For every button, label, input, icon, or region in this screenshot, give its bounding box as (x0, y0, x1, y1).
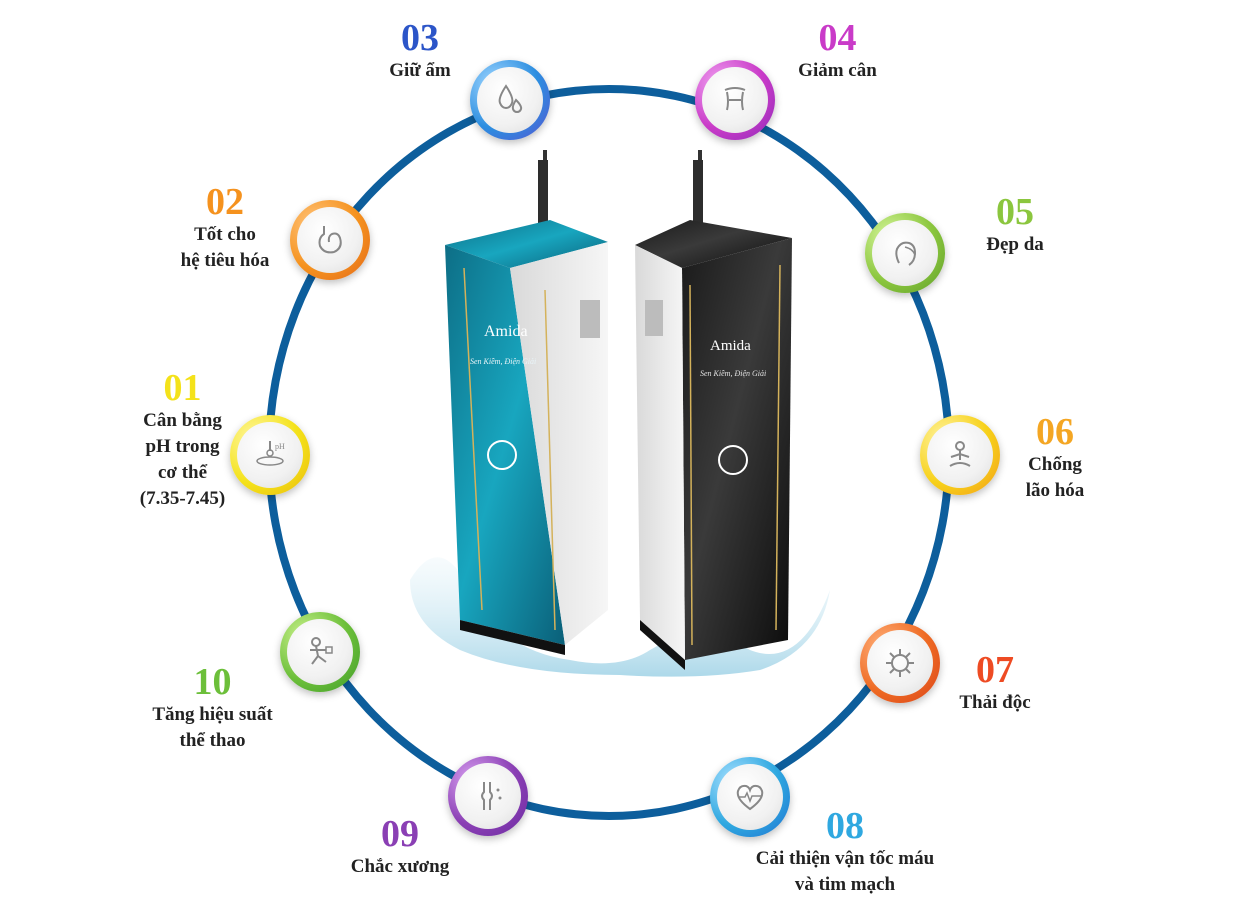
benefit-number-07: 07 (976, 649, 1014, 691)
benefit-node-09 (448, 756, 528, 836)
benefit-text-10-line2: thể thao (179, 730, 246, 751)
water-purifiers-illustration: Amida Sen Kiềm, Điện Giải Amida Sen Kiềm… (410, 150, 830, 677)
benefit-text-02-line2: hệ tiêu hóa (180, 250, 270, 271)
teal-brand-text: Amida (484, 323, 528, 340)
benefit-label-01: 01 Cân bằng pH trong cơ thể (7.35-7.45) (125, 368, 240, 512)
benefit-text-03-line1: Giữ ẩm (389, 60, 451, 81)
person-meditation-icon (949, 441, 971, 467)
benefit-node-05 (865, 213, 945, 293)
benefit-label-09: 09 Chắc xương (335, 814, 465, 880)
body-shape-icon (724, 87, 746, 111)
ph-drop-icon: pH (256, 441, 285, 466)
benefit-number-04: 04 (818, 17, 857, 59)
benefit-node-10 (280, 612, 360, 692)
benefit-number-06: 06 (1036, 411, 1074, 453)
benefit-text-01-line4: (7.35-7.45) (139, 488, 226, 509)
benefit-node-01: pH (230, 415, 310, 495)
benefit-node-08 (710, 757, 790, 837)
benefit-text-08-line1: Cải thiện vận tốc máu (755, 848, 935, 869)
benefit-number-02: 02 (206, 181, 244, 223)
heart-pulse-icon (736, 784, 764, 811)
face-icon (895, 241, 917, 266)
benefit-text-06-line1: Chống (1028, 454, 1082, 475)
benefit-text-06-line2: lão hóa (1025, 480, 1085, 501)
benefit-text-01-line1: Cân bằng (143, 410, 222, 431)
benefit-label-05: 05 Đẹp da (960, 192, 1070, 258)
benefit-text-02-line1: Tốt cho (194, 224, 256, 245)
benefit-label-04: 04 Giảm cân (775, 18, 900, 84)
benefit-label-03: 03 Giữ ẩm (360, 18, 480, 84)
athlete-icon (310, 637, 333, 665)
svg-text:pH: pH (275, 442, 285, 451)
teal-tagline-text: Sen Kiềm, Điện Giải (470, 357, 536, 366)
benefit-label-06: 06 Chống lão hóa (1000, 412, 1110, 504)
benefit-node-03 (470, 60, 550, 140)
benefit-number-03: 03 (401, 17, 439, 59)
stomach-icon (318, 226, 342, 254)
black-tagline-text: Sen Kiềm, Điện Giải (700, 369, 766, 378)
benefit-number-09: 09 (381, 813, 419, 855)
benefit-number-08: 08 (826, 805, 864, 847)
benefit-number-01: 01 (163, 367, 202, 409)
benefit-text-08-line2: và tim mạch (794, 874, 896, 895)
bone-joint-icon (481, 782, 502, 810)
benefit-text-04-line1: Giảm cân (798, 60, 877, 81)
benefit-text-01-line2: pH trong (145, 436, 220, 457)
benefit-node-04 (695, 60, 775, 140)
benefit-label-07: 07 Thải độc (935, 650, 1055, 716)
black-brand-text: Amida (710, 338, 751, 354)
benefit-number-10: 10 (193, 661, 232, 703)
benefit-text-01-line3: cơ thể (157, 462, 208, 483)
virus-icon (886, 649, 914, 677)
benefit-text-05-line1: Đẹp da (986, 234, 1044, 255)
benefit-text-10-line1: Tăng hiệu suất (152, 704, 273, 725)
benefit-text-07-line1: Thải độc (959, 692, 1031, 713)
benefit-label-10: 10 Tăng hiệu suất thể thao (130, 662, 295, 754)
benefit-text-09-line1: Chắc xương (350, 856, 450, 877)
benefit-number-05: 05 (996, 191, 1034, 233)
benefit-node-07 (860, 623, 940, 703)
water-drops-icon (498, 84, 523, 114)
benefit-label-08: 08 Cải thiện vận tốc máu và tim mạch (720, 806, 970, 898)
benefit-label-02: 02 Tốt cho hệ tiêu hóa (160, 182, 290, 274)
benefit-node-06 (920, 415, 1000, 495)
benefit-node-02 (290, 200, 370, 280)
